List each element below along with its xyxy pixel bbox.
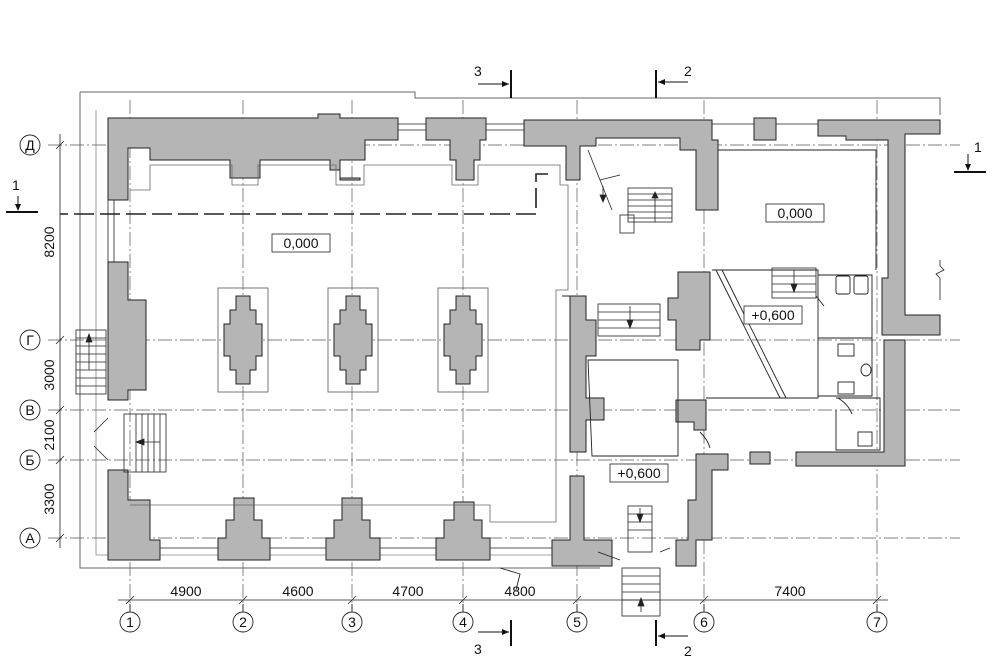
dim-v-3: 2100 — [41, 419, 57, 450]
level-hall-text: 0,000 — [283, 235, 318, 251]
dimension-labels-vertical: 8200 3000 2100 3300 — [41, 226, 57, 514]
dashed-outline — [60, 173, 548, 215]
section-3-bottom: 3 — [474, 641, 482, 657]
column-3 — [333, 295, 373, 385]
dim-v-1: 8200 — [41, 226, 57, 257]
axis-col-4: 4 — [459, 614, 467, 630]
section-3-top: 3 — [474, 63, 482, 79]
section-2-top: 2 — [684, 63, 692, 79]
section-markers — [6, 70, 986, 646]
level-vestibule-text: +0,600 — [617, 465, 660, 481]
stair-left-exterior — [75, 329, 107, 395]
row-axis-bubbles — [19, 134, 41, 549]
level-right-room: 0,000 — [765, 203, 825, 223]
wall-bottom-pier-4 — [435, 501, 491, 561]
axis-row-v: В — [25, 402, 34, 418]
section-1-right: 1 — [974, 139, 982, 155]
break-line — [935, 260, 945, 300]
wall-bottom-right — [551, 475, 613, 567]
wall-left — [107, 261, 147, 401]
section-2-bottom: 2 — [684, 643, 692, 659]
dim-h-5: 7400 — [774, 583, 805, 599]
wall-right-corner — [795, 339, 906, 467]
axis-col-5: 5 — [573, 614, 581, 630]
wall-axis-6-mid — [675, 399, 707, 431]
level-vestibule: +0,600 — [609, 463, 669, 483]
wall-top-left — [107, 113, 399, 201]
column-2 — [223, 295, 263, 385]
level-toilets: +0,600 — [743, 305, 803, 325]
level-right-room-text: 0,000 — [777, 205, 812, 221]
axis-row-g: Г — [26, 332, 34, 348]
axis-col-1: 1 — [126, 614, 134, 630]
wall-top-far — [753, 117, 777, 141]
section-labels: 1 1 3 3 2 2 — [12, 63, 982, 659]
dimension-labels-horizontal: 4900 4600 4700 4800 7400 — [170, 583, 805, 599]
walls — [107, 113, 941, 567]
stair-mid — [597, 303, 661, 337]
column-4 — [443, 295, 483, 385]
wall-top-farright — [817, 119, 941, 336]
level-hall: 0,000 — [271, 233, 331, 253]
axis-row-d: Д — [25, 137, 35, 153]
column-axis-bubbles — [119, 604, 888, 633]
wall-bottom-pier-3 — [325, 497, 381, 561]
axis-row-b: Б — [25, 452, 34, 468]
building-outline — [79, 91, 941, 569]
wall-axis-6-low — [675, 453, 729, 567]
right-rooms — [499, 149, 881, 591]
dim-h-4: 4800 — [504, 583, 535, 599]
axis-col-7: 7 — [873, 614, 881, 630]
window-strips — [107, 123, 818, 549]
hall-columns — [223, 295, 483, 385]
hall-finish-outline — [130, 164, 569, 523]
wall-axis-6-block — [667, 271, 711, 351]
dim-h-3: 4700 — [392, 583, 423, 599]
axis-col-6: 6 — [700, 614, 708, 630]
dimension-lines — [55, 134, 888, 605]
inner-outline — [95, 110, 590, 556]
wall-axis-5 — [562, 295, 605, 453]
row-axis-labels: Д Г В Б А — [25, 137, 35, 546]
level-toilets-text: +0,600 — [751, 307, 794, 323]
wall-top-mid — [425, 117, 487, 181]
axis-col-3: 3 — [348, 614, 356, 630]
wall-right-bottom — [749, 451, 771, 465]
section-1-left: 1 — [12, 177, 20, 193]
column-axis-labels: 1 2 3 4 5 6 7 — [126, 614, 881, 630]
wall-left-lower — [107, 469, 161, 561]
dim-v-2: 3000 — [41, 359, 57, 390]
dim-h-2: 4600 — [282, 583, 313, 599]
stair-bottom — [621, 505, 661, 617]
stair-top — [587, 149, 673, 234]
wall-top-right — [523, 119, 719, 211]
stair-entrance — [93, 413, 167, 473]
axis-lines — [48, 100, 960, 610]
column-outlines — [217, 287, 489, 393]
axis-row-a: А — [25, 530, 35, 546]
wall-bottom-pier-2 — [217, 497, 271, 561]
dim-h-1: 4900 — [170, 583, 201, 599]
dim-v-4: 3300 — [41, 483, 57, 514]
stair-toilet — [771, 267, 817, 299]
axis-col-2: 2 — [239, 614, 247, 630]
